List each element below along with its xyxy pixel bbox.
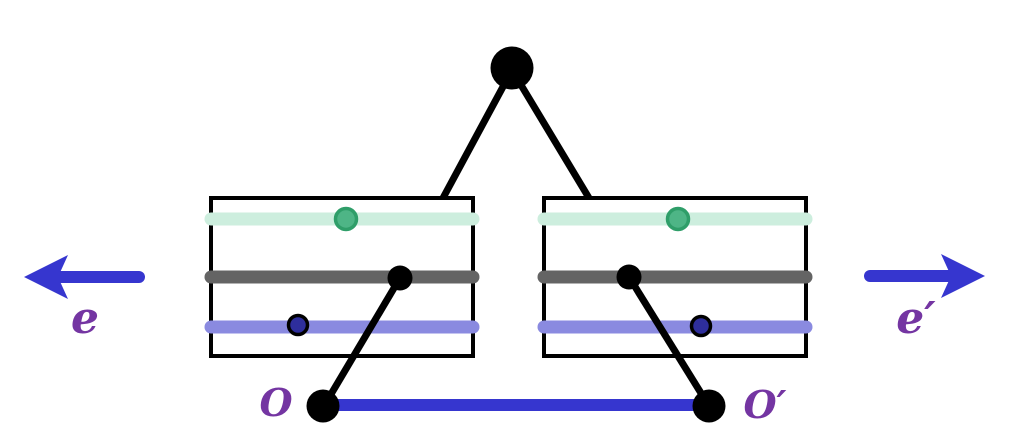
arrow-right-icon bbox=[864, 254, 985, 298]
left-branch-line bbox=[439, 68, 516, 200]
label-o: O bbox=[259, 380, 292, 425]
right-branch-line bbox=[509, 68, 592, 200]
right-teal-point bbox=[665, 206, 691, 232]
left-teal-point bbox=[333, 206, 359, 232]
arrow-right-head bbox=[941, 254, 985, 298]
right-black-point bbox=[616, 264, 642, 290]
arrow-left-icon bbox=[24, 255, 145, 299]
left-navy-point bbox=[286, 313, 310, 337]
label-o-prime: O′ bbox=[743, 382, 786, 427]
label-e-prime: e′ bbox=[896, 293, 936, 344]
origin-node-o bbox=[306, 389, 340, 423]
right-connector-line bbox=[626, 275, 712, 408]
apex-node bbox=[490, 46, 534, 90]
label-e: e bbox=[71, 293, 99, 344]
left-connector-line bbox=[320, 276, 404, 408]
origin-node-o-prime bbox=[692, 389, 726, 423]
right-navy-point bbox=[689, 314, 713, 338]
arrow-left-head bbox=[24, 255, 68, 299]
left-black-point bbox=[387, 265, 413, 291]
